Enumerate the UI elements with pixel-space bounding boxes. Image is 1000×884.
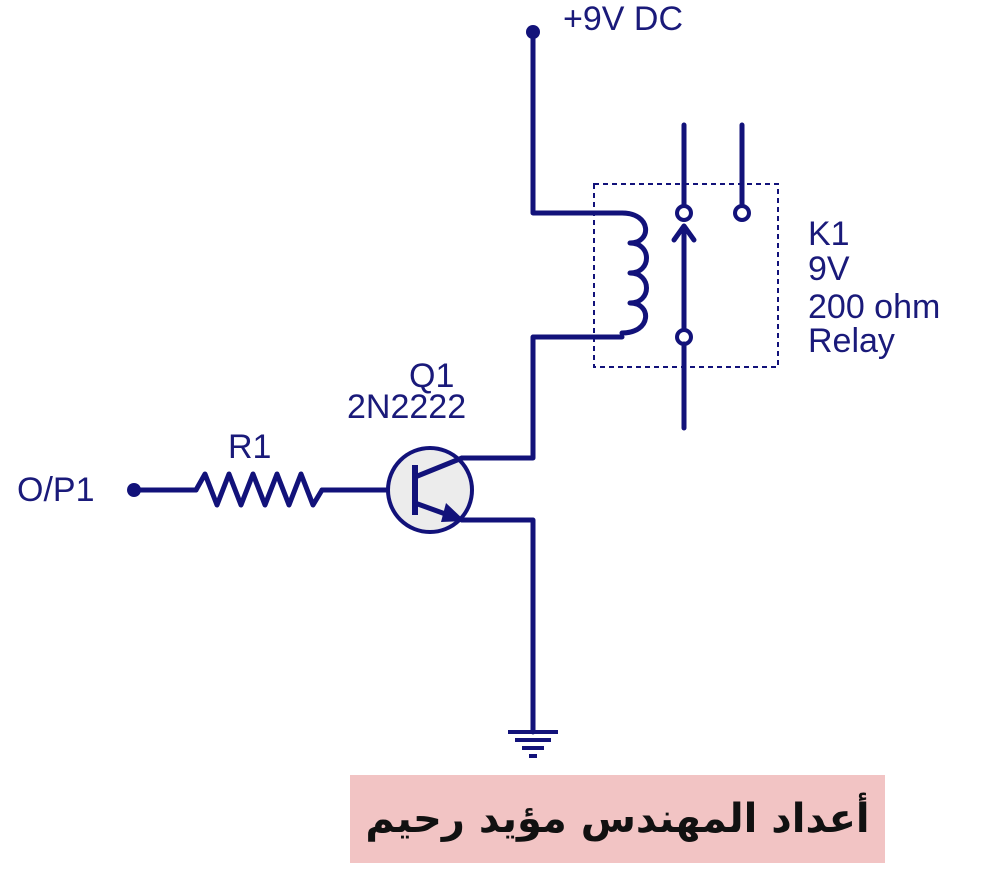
resistor-label: R1 [228, 428, 271, 466]
relay-contact-no [733, 204, 751, 222]
transistor-collector-lead [412, 455, 465, 480]
transistor-part-label: 2N2222 [347, 388, 466, 426]
relay-coil [619, 210, 649, 336]
supply-wire [530, 29, 625, 216]
supply-label: +9V DC [563, 0, 683, 38]
relay-voltage-label: 9V [808, 250, 850, 288]
relay-armature-arrow [671, 223, 697, 243]
relay-type-label: Relay [808, 322, 895, 360]
emitter-arrow-icon [441, 503, 465, 522]
emitter-wire [459, 517, 536, 735]
ground-icon [508, 730, 558, 758]
resistor-r1 [193, 471, 325, 508]
author-credit-text: أعداد المهندس مؤيد رحيم [365, 796, 870, 842]
relay-ref-label: K1 [808, 215, 850, 253]
input-label: O/P1 [17, 471, 94, 509]
author-credit-banner: أعداد المهندس مؤيد رحيم [350, 775, 885, 863]
transistor-ref-label: Q1 [409, 357, 454, 395]
relay-contact-nc [675, 204, 693, 222]
collector-wire [459, 334, 625, 461]
relay-resistance-label: 200 ohm [808, 288, 940, 326]
